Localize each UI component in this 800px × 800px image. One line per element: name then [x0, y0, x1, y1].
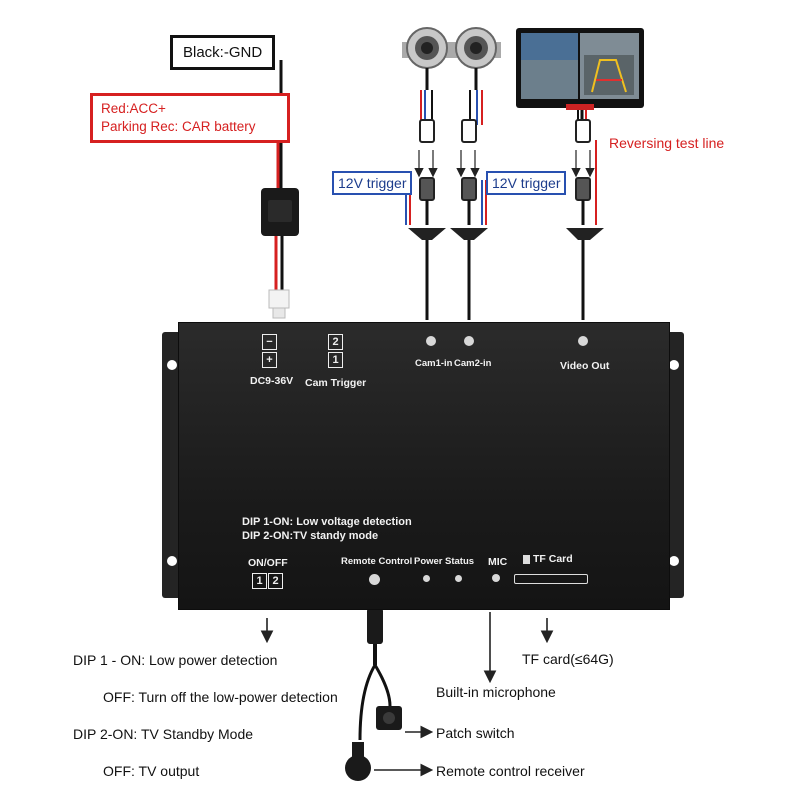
tf-card-slot[interactable]: [514, 574, 588, 584]
onoff-label: ON/OFF: [248, 557, 288, 569]
mic-label: MIC: [488, 556, 508, 568]
gnd-label: Black:-GND: [170, 35, 276, 70]
camera-1-icon: [402, 27, 452, 90]
power-polarity: − +: [262, 334, 277, 368]
status-led: [455, 575, 462, 582]
acc-label-line1: Red:ACC+: [101, 101, 166, 116]
dip-switch-1[interactable]: 1: [252, 573, 267, 589]
remote-cable: [345, 608, 434, 781]
acc-label: Red:ACC+ Parking Rec: CAR battery: [90, 93, 290, 143]
dvr-body: [178, 322, 670, 610]
cam2-label: Cam2-in: [454, 358, 492, 369]
acc-label-line2: Parking Rec: CAR battery: [101, 119, 256, 134]
cam-trigger-1: 1: [328, 352, 343, 368]
annot-patch-switch: Patch switch: [436, 725, 515, 741]
dip-note-2: DIP 2-ON:TV standy mode: [242, 530, 379, 542]
power-label: DC9-36V: [250, 375, 294, 387]
cam1-port[interactable]: [426, 336, 436, 346]
annot-dip1-off: OFF: Turn off the low-power detection: [103, 689, 338, 705]
reversing-label: Reversing test line: [609, 135, 725, 151]
annot-dip2-on: DIP 2-ON: TV Standby Mode: [73, 726, 254, 742]
dvr-box: [162, 322, 684, 610]
cam-trigger-terminal: 2 1: [328, 334, 343, 368]
cam1-label: Cam1-in: [415, 358, 453, 369]
power-led: [423, 575, 430, 582]
cam2-port[interactable]: [464, 336, 474, 346]
annot-dip1-on: DIP 1 - ON: Low power detection: [73, 652, 278, 668]
status-led-label: Status: [445, 556, 475, 567]
power-minus: −: [262, 334, 277, 350]
remote-port[interactable]: [369, 574, 380, 585]
mounting-ear-left: [162, 332, 182, 598]
annot-tf-card: TF card(≤64G): [522, 651, 614, 667]
dip-switch[interactable]: 1 2: [252, 573, 283, 589]
tf-label: TF Card: [523, 553, 573, 565]
cam1-cable: [405, 90, 446, 320]
annot-dip2-off: OFF: TV output: [103, 763, 200, 779]
remote-receiver-icon: [345, 755, 371, 781]
trigger-label-right: 12V trigger: [486, 171, 567, 195]
power-led-label: Power: [414, 556, 443, 567]
tf-label-text: TF Card: [533, 553, 573, 565]
trigger-label-left: 12V trigger: [332, 171, 413, 195]
video-out-port[interactable]: [578, 336, 588, 346]
cam2-cable: [450, 90, 488, 320]
mic-hole: [492, 574, 500, 582]
annot-remote-receiver: Remote control receiver: [436, 763, 585, 779]
dip-switch-2[interactable]: 2: [268, 573, 283, 589]
power-plus: +: [262, 352, 277, 368]
cam-trigger-2: 2: [328, 334, 343, 350]
video-out-label: Video Out: [560, 360, 610, 372]
camera-2-icon: [451, 27, 501, 90]
video-out-cable: [566, 110, 604, 320]
power-plug: [268, 289, 290, 309]
remote-label: Remote Control: [341, 556, 413, 567]
dip-note-1: DIP 1-ON: Low voltage detection: [242, 516, 412, 528]
cam-trigger-label: Cam Trigger: [305, 377, 367, 389]
annot-builtin-mic: Built-in microphone: [436, 684, 556, 700]
monitor-icon: [516, 28, 644, 120]
tf-card-icon: [523, 554, 530, 564]
